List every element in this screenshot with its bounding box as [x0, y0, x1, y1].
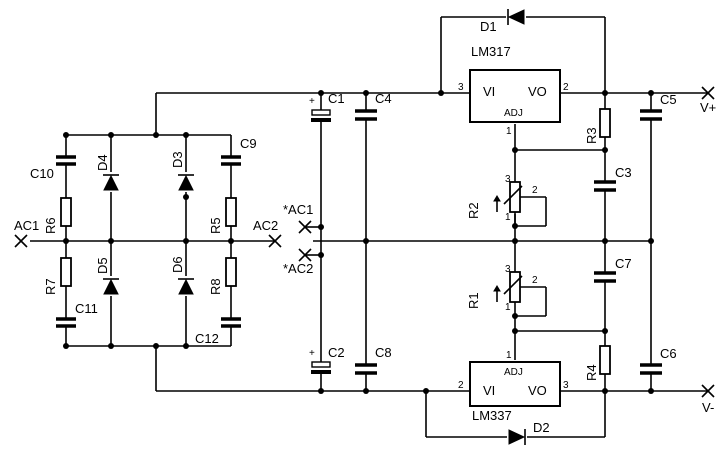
potentiometer-r2-pin1: 1	[505, 212, 511, 223]
resistor-r7-label: R7	[43, 278, 58, 295]
capacitor-c1: + C1	[309, 91, 345, 122]
lm337-pin-vi: 2	[458, 380, 464, 391]
capacitor-c10: C10	[30, 155, 76, 181]
diode-d1: D1	[480, 9, 526, 34]
terminal-v-minus: V-	[701, 384, 715, 415]
lm317-vo-label: VO	[528, 84, 547, 99]
capacitor-c2-plus: +	[309, 348, 315, 359]
resistor-r5: R5	[208, 197, 237, 234]
diode-d4-label: D4	[95, 154, 110, 171]
capacitor-c12: C12	[195, 317, 241, 346]
terminal-ac2-right: AC2	[253, 218, 282, 248]
lm317-pin-adj: 1	[506, 126, 512, 137]
capacitor-c5-label: C5	[660, 92, 677, 107]
terminal-v-minus-label: V-	[702, 400, 714, 415]
diode-d4: D4	[95, 154, 119, 192]
capacitor-c1-label: C1	[328, 91, 345, 106]
capacitor-c7-label: C7	[615, 256, 632, 271]
capacitor-c3-label: C3	[615, 165, 632, 180]
lm317-vi-label: VI	[483, 84, 495, 99]
resistor-r4-label: R4	[584, 364, 599, 381]
diode-d2: D2	[507, 420, 550, 445]
resistor-r6: R6	[43, 197, 72, 234]
capacitor-c7: C7	[594, 256, 632, 283]
lm317-adj-label: ADJ	[504, 108, 523, 119]
diode-d5-label: D5	[95, 257, 110, 274]
resistor-r5-label: R5	[208, 217, 223, 234]
regulator-lm337: ADJ VI VO LM337 2 3 1	[458, 350, 569, 423]
resistor-r4: R4	[584, 345, 611, 381]
capacitor-c10-label: C10	[30, 166, 54, 181]
lm317-pin-vo: 2	[563, 82, 569, 93]
terminal-ac1-left-label: AC1	[14, 218, 39, 233]
potentiometer-r1-pin3: 3	[505, 264, 511, 275]
diode-d3: D3	[170, 151, 194, 192]
resistor-r7: R7	[43, 257, 72, 295]
potentiometer-r1: R1 3 2 1	[466, 264, 538, 313]
terminal-v-plus: V+	[700, 86, 716, 115]
capacitor-c4-label: C4	[375, 91, 392, 106]
lm337-vo-label: VO	[528, 383, 547, 398]
capacitor-c2-label: C2	[328, 345, 345, 360]
resistor-r6-label: R6	[43, 217, 58, 234]
capacitor-c12-label: C12	[195, 331, 219, 346]
capacitor-c11: C11	[56, 301, 98, 328]
lm337-part-label: LM337	[472, 408, 512, 423]
lm337-vi-label: VI	[483, 383, 495, 398]
diode-d1-label: D1	[480, 19, 497, 34]
capacitor-c8-label: C8	[375, 345, 392, 360]
potentiometer-r2-label: R2	[466, 202, 481, 219]
capacitor-c2: + C2	[309, 345, 345, 374]
resistor-r3: R3	[584, 108, 611, 144]
regulator-lm317: VI VO ADJ LM317 3 2 1	[458, 44, 569, 137]
terminal-ac1-star-label: *AC1	[283, 202, 313, 217]
lm317-part-label: LM317	[471, 44, 511, 59]
resistor-r3-label: R3	[584, 127, 599, 144]
diode-d5: D5	[95, 257, 119, 296]
capacitor-c1-plus: +	[309, 96, 315, 107]
potentiometer-r2-pin2: 2	[532, 185, 538, 196]
capacitor-c6-label: C6	[660, 346, 677, 361]
terminal-ac1-star: *AC1	[283, 202, 313, 234]
potentiometer-r1-label: R1	[466, 292, 481, 309]
diode-d2-label: D2	[533, 420, 550, 435]
capacitor-c3: C3	[594, 165, 632, 192]
lm337-pin-adj: 1	[506, 350, 512, 361]
potentiometer-r1-pin1: 1	[505, 302, 511, 313]
diode-d3-label: D3	[170, 151, 185, 168]
potentiometer-r1-pin2: 2	[532, 275, 538, 286]
lm337-adj-label: ADJ	[504, 367, 523, 378]
potentiometer-r2-pin3: 3	[505, 174, 511, 185]
terminal-ac2-star-label: *AC2	[283, 261, 313, 276]
resistor-r8-label: R8	[208, 278, 223, 295]
capacitor-c6: C6	[640, 346, 677, 375]
capacitor-c9-label: C9	[240, 136, 257, 151]
capacitor-c9: C9	[221, 136, 257, 166]
capacitor-c5: C5	[640, 92, 677, 121]
capacitor-c11-label: C11	[75, 301, 98, 316]
diode-d6: D6	[170, 256, 194, 296]
terminal-ac1-left: AC1	[14, 218, 39, 248]
terminal-ac2-star: *AC2	[283, 248, 313, 276]
lm337-pin-vo: 3	[563, 380, 569, 391]
terminal-ac2-right-label: AC2	[253, 218, 278, 233]
capacitor-c4: C4	[355, 91, 392, 121]
potentiometer-r2: R2 3 2 1	[466, 174, 538, 223]
diode-d6-label: D6	[170, 256, 185, 273]
capacitor-c8: C8	[355, 345, 392, 375]
junction-dots	[63, 90, 654, 394]
terminal-v-plus-label: V+	[700, 100, 716, 115]
resistor-r8: R8	[208, 257, 237, 295]
lm317-pin-vi: 3	[458, 82, 464, 93]
